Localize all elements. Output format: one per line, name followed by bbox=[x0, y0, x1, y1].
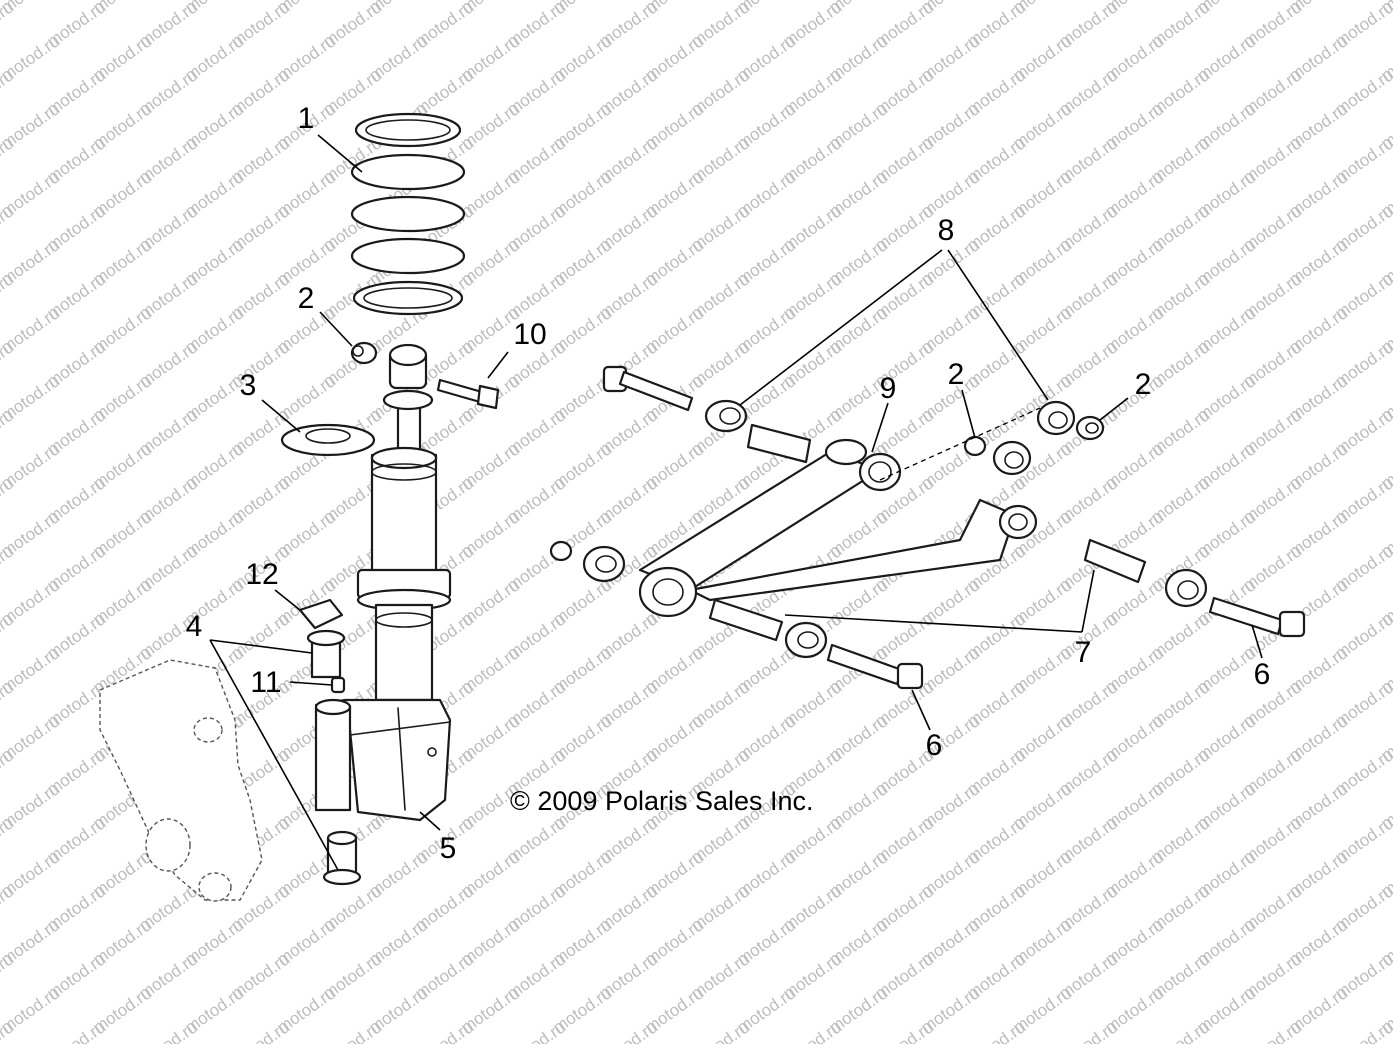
watermark-text: motod.ru bbox=[779, 1017, 845, 1044]
watermark-text: motod.ru bbox=[687, 1017, 753, 1044]
watermark-text: motod.ru bbox=[1147, 1017, 1213, 1044]
bushing-lower-middle bbox=[784, 621, 828, 659]
shock-absorber bbox=[356, 343, 452, 702]
callout-11: 11 bbox=[250, 666, 281, 699]
watermark-text: motod.ru bbox=[227, 1017, 293, 1044]
pivot-bushing-middle bbox=[992, 440, 1032, 476]
nut-right bbox=[1075, 415, 1105, 441]
coil-spring bbox=[350, 112, 466, 316]
watermark-text: motod.ru bbox=[319, 1017, 385, 1044]
watermark-text: motod.ru bbox=[963, 1017, 1029, 1044]
watermark-text: motod.ru bbox=[1331, 1017, 1393, 1044]
callout-2: 2 bbox=[948, 358, 965, 391]
watermark-text: motod.ru bbox=[43, 1017, 109, 1044]
callout-7: 7 bbox=[1075, 636, 1092, 669]
knuckle-outline bbox=[99, 659, 263, 902]
nut-middle bbox=[963, 435, 987, 457]
nut-left bbox=[350, 341, 378, 365]
pivot-bushing-right bbox=[1036, 400, 1076, 436]
watermark-text: motod.ru bbox=[135, 1017, 201, 1044]
callout-6: 6 bbox=[926, 729, 943, 762]
bolt-lower-middle bbox=[826, 643, 924, 690]
watermark-text: motod.ru bbox=[871, 1017, 937, 1044]
callout-8: 8 bbox=[938, 214, 955, 247]
leader-lines bbox=[209, 134, 1263, 871]
callout-2: 2 bbox=[298, 282, 315, 315]
spring-retainer bbox=[280, 423, 376, 457]
bolt-lower-right bbox=[1208, 596, 1306, 638]
bushing-lower bbox=[322, 830, 362, 886]
long-bolt-upper bbox=[602, 365, 694, 412]
callout-1: 1 bbox=[298, 102, 315, 135]
watermark-text: motod.ru bbox=[1055, 1017, 1121, 1044]
watermark-text: motod.ru bbox=[1239, 1017, 1305, 1044]
callout-5: 5 bbox=[440, 832, 457, 865]
callout-4: 4 bbox=[186, 610, 203, 643]
callout-9: 9 bbox=[880, 372, 897, 405]
nut-lower-left bbox=[549, 540, 573, 562]
callout-10: 10 bbox=[513, 318, 546, 351]
bushing-lower-left bbox=[582, 545, 626, 583]
callout-12: 12 bbox=[245, 558, 278, 591]
watermark-text: motod.ru bbox=[411, 1017, 477, 1044]
pivot-bushing-left bbox=[704, 399, 748, 433]
callouts: 1 2 2 2 3 4 5 6 6 7 8 9 10 11 12 bbox=[186, 102, 1271, 865]
sleeve-lower-right bbox=[1083, 538, 1147, 584]
shock-mount-bracket bbox=[314, 698, 452, 822]
a-arm bbox=[638, 438, 1038, 618]
watermark-text: motod.ru bbox=[595, 1017, 661, 1044]
sleeve-lower-left bbox=[708, 598, 784, 642]
callout-6: 6 bbox=[1254, 658, 1271, 691]
washer bbox=[298, 598, 344, 630]
sleeve-upper bbox=[746, 423, 812, 464]
copyright-notice: © 2009 Polaris Sales Inc. bbox=[510, 786, 814, 816]
bushing-upper bbox=[306, 629, 346, 679]
grease-fitting bbox=[330, 676, 346, 694]
callout-2: 2 bbox=[1135, 368, 1152, 401]
bolt-top bbox=[436, 378, 500, 410]
callout-3: 3 bbox=[240, 369, 257, 402]
bushing-lower-right bbox=[1164, 568, 1208, 608]
watermark-text: motod.ru bbox=[503, 1017, 569, 1044]
